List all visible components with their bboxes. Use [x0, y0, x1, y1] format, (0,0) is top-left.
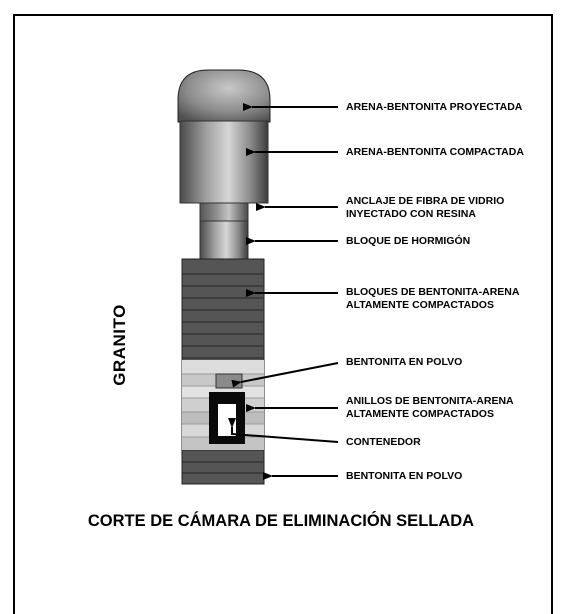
label-text-line1: ANILLOS DE BENTONITA-ARENA [346, 395, 514, 407]
label-text-line2: ALTAMENTE COMPACTADOS [346, 299, 494, 311]
compacted-cylinder [179, 120, 269, 204]
repository-section-diagram [177, 69, 339, 485]
dome-sprayed-layer [177, 69, 271, 123]
label-text: ARENA-BENTONITA COMPACTADA [346, 146, 524, 158]
arrow-powder-top [231, 362, 339, 388]
label-contenedor: CONTENEDOR [346, 436, 421, 449]
label-bloque-hormigon: BLOQUE DE HORMIGÓN [346, 235, 470, 248]
concrete-neck [199, 202, 249, 260]
rock-label-text: GRANITO [110, 304, 129, 386]
label-bloques-bentonita: BLOQUES DE BENTONITA-ARENA ALTAMENTE COM… [346, 286, 519, 312]
label-anclaje: ANCLAJE DE FIBRA DE VIDRIO INYECTADO CON… [346, 195, 504, 221]
label-text: BLOQUE DE HORMIGÓN [346, 235, 471, 247]
label-text: BENTONITA EN POLVO [346, 356, 463, 368]
canister [209, 392, 245, 444]
label-text: ARENA-BENTONITA PROYECTADA [346, 101, 523, 113]
diagram-frame [13, 14, 553, 614]
label-text-line2: ALTAMENTE COMPACTADOS [346, 408, 494, 420]
label-text: CONTENEDOR [346, 436, 421, 448]
label-bentonita-polvo-top: BENTONITA EN POLVO [346, 356, 462, 369]
label-bentonita-polvo-bottom: BENTONITA EN POLVO [346, 470, 462, 483]
label-text: BENTONITA EN POLVO [346, 470, 463, 482]
label-anillos: ANILLOS DE BENTONITA-ARENA ALTAMENTE COM… [346, 395, 514, 421]
label-text-line1: ANCLAJE DE FIBRA DE VIDRIO [346, 195, 505, 207]
label-text-line1: BLOQUES DE BENTONITA-ARENA [346, 286, 520, 298]
label-arrows [228, 103, 339, 480]
diagram-caption: CORTE DE CÁMARA DE ELIMINACIÓN SELLADA [87, 512, 475, 530]
label-text-line2: INYECTADO CON RESINA [346, 208, 476, 220]
label-arena-bentonita-proyectada: ARENA-BENTONITA PROYECTADA [346, 101, 522, 114]
label-arena-bentonita-compactada: ARENA-BENTONITA COMPACTADA [346, 146, 524, 159]
